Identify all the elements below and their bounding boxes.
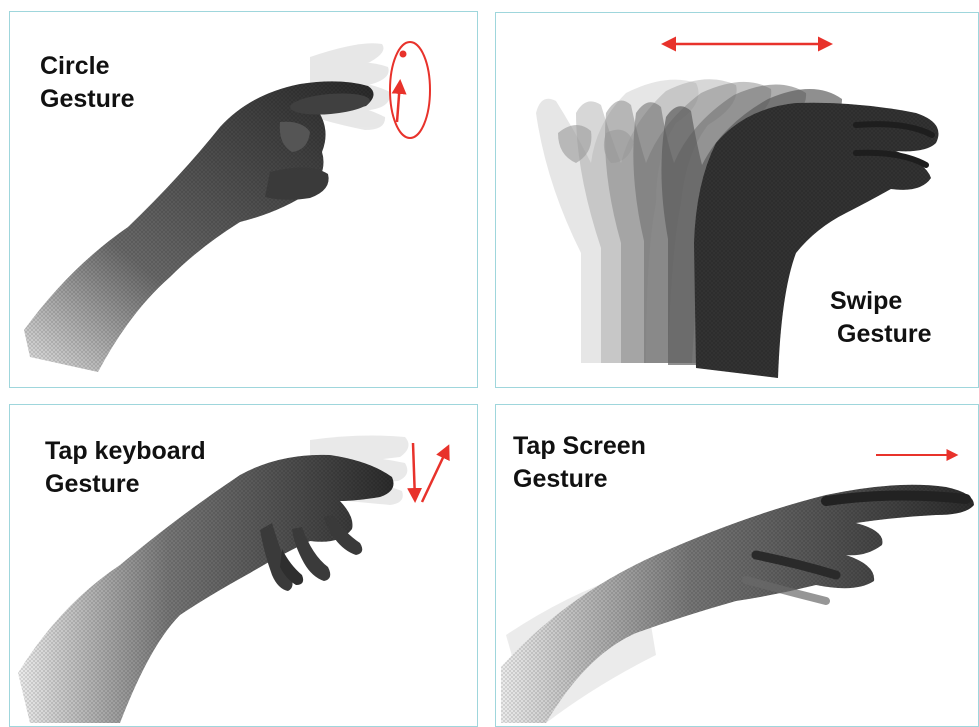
circle-motion-path (390, 42, 430, 138)
tap-down-arrow (413, 443, 415, 500)
tap-keyboard-gesture-panel: Tap keyboard Gesture (9, 404, 478, 727)
swipe-gesture-label: Swipe Gesture (830, 285, 931, 351)
tap-up-arrow (422, 447, 448, 502)
swipe-gesture-panel: Swipe Gesture (495, 12, 979, 388)
tap-screen-gesture-panel: Tap Screen Gesture (495, 404, 979, 727)
tap-screen-gesture-label: Tap Screen Gesture (513, 430, 646, 496)
circle-gesture-label: Circle Gesture (40, 50, 134, 116)
circle-gesture-panel: Circle Gesture (9, 11, 478, 388)
tap-keyboard-gesture-label: Tap keyboard Gesture (45, 435, 206, 501)
fingertip-dot (400, 51, 407, 58)
circle-motion-arrow (397, 82, 400, 122)
